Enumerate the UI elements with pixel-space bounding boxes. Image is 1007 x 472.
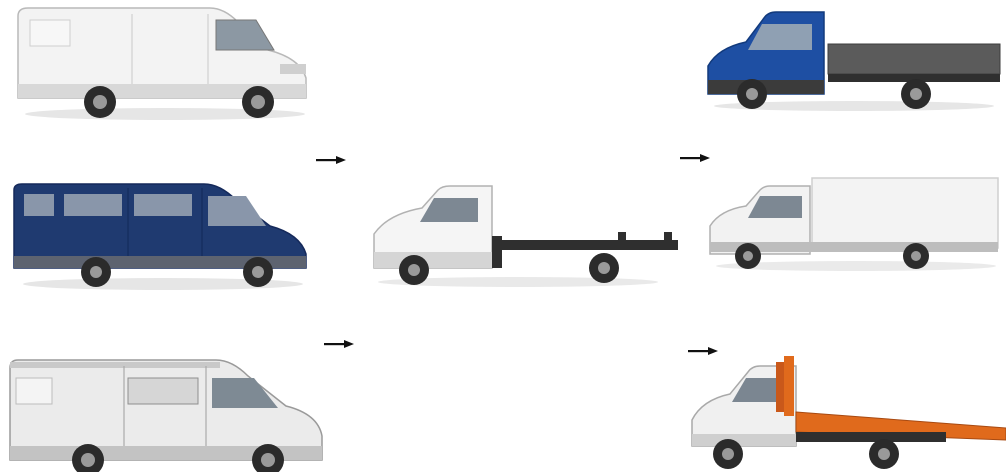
tow-truck-image xyxy=(688,354,1006,472)
white-van-image xyxy=(10,2,310,122)
arrow-right-icon xyxy=(316,156,346,164)
blue-minibus-image xyxy=(8,180,308,290)
blue-flatbed-image xyxy=(704,8,1004,112)
silver-van-image xyxy=(6,356,326,472)
box-truck-image xyxy=(706,176,1002,272)
arrow-right-icon xyxy=(680,154,710,162)
arrow-right-icon xyxy=(324,340,354,348)
cab-chassis-image xyxy=(368,184,680,288)
